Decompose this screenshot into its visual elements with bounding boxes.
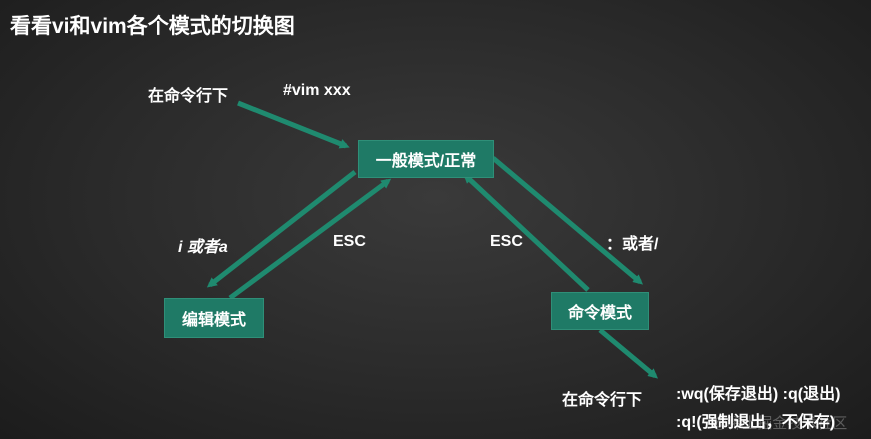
label-vim-command: #vim xxx: [283, 82, 351, 99]
arrow-edit-to-normal: [228, 178, 392, 301]
label-esc-left: ESC: [333, 233, 366, 250]
arrow-cmdline-to-normal: [237, 100, 350, 149]
label-at-command-line-bottom: 在命令行下: [562, 392, 643, 409]
arrow-normal-to-command: [491, 156, 644, 285]
label-colon-or-slash: ：或者/: [606, 236, 659, 253]
label-i-or-a: i 或者a: [178, 239, 228, 256]
node-edit-mode: 编辑模式: [164, 298, 264, 338]
label-at-command-line-top: 在命令行下: [148, 88, 229, 105]
arrow-command-to-cmdline: [598, 328, 659, 379]
watermark: @稀土掘金技术社区: [712, 415, 848, 432]
node-normal-mode: 一般模式/正常: [358, 140, 494, 178]
label-esc-right: ESC: [490, 233, 523, 250]
node-command-mode: 命令模式: [551, 292, 649, 330]
slide-title: 看看vi和vim各个模式的切换图: [10, 15, 295, 38]
label-wq-q: :wq(保存退出) :q(退出): [676, 386, 841, 403]
label-q-force: :q!(强制退出，不保存): [676, 414, 836, 431]
arrow-normal-to-edit: [206, 170, 357, 288]
arrow-command-to-normal: [463, 173, 590, 292]
